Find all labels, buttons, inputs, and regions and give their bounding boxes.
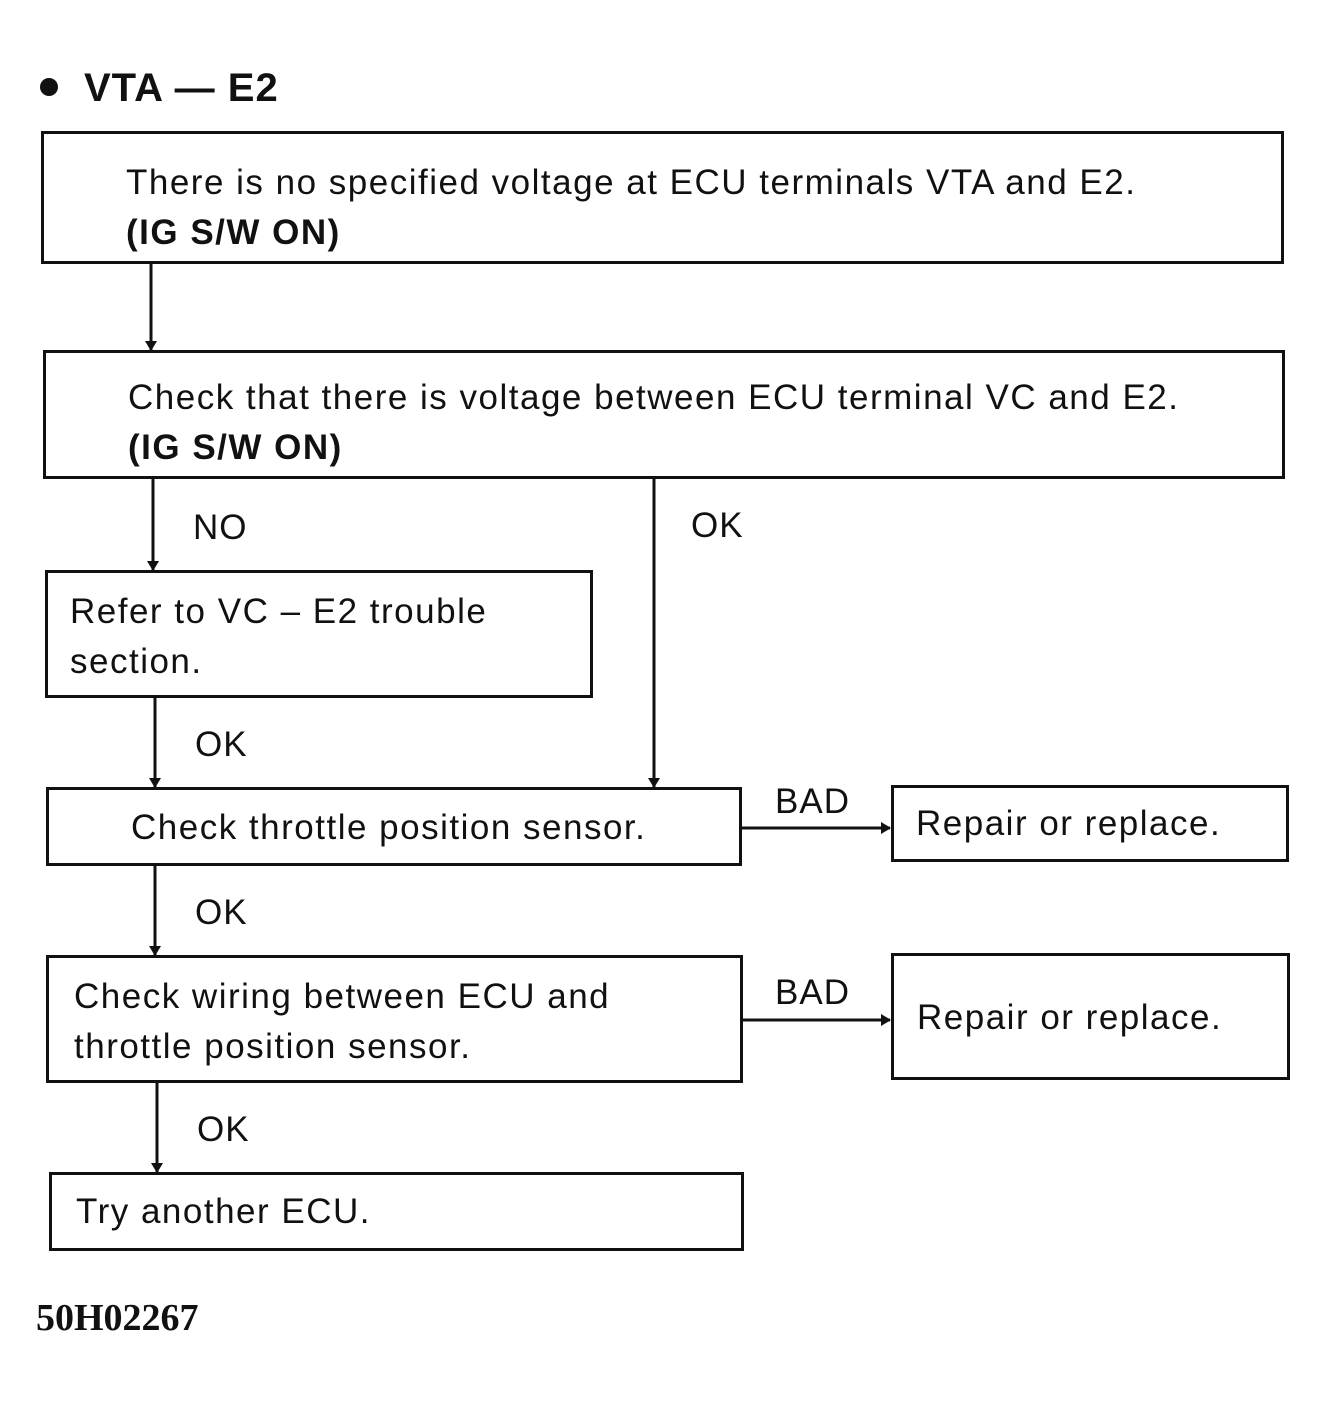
step-repair-2: Repair or replace. bbox=[891, 953, 1290, 1080]
edge-label-bad-sensor: BAD bbox=[775, 782, 850, 821]
step-check-sensor-text: Check throttle position sensor. bbox=[131, 808, 647, 847]
step-check-vc: Check that there is voltage between ECU … bbox=[43, 350, 1285, 479]
step-check-sensor: Check throttle position sensor. bbox=[46, 787, 742, 866]
step-symptom-text: There is no specified voltage at ECU ter… bbox=[126, 163, 1137, 202]
step-repair-1-text: Repair or replace. bbox=[916, 804, 1222, 843]
step-repair-2-text: Repair or replace. bbox=[917, 998, 1223, 1037]
step-refer-vc-line-1: Refer to VC – E2 trouble bbox=[70, 592, 488, 631]
step-check-wiring-line-2: throttle position sensor. bbox=[74, 1027, 472, 1066]
step-try-ecu: Try another ECU. bbox=[49, 1172, 744, 1251]
step-check-wiring: Check wiring between ECU and throttle po… bbox=[46, 955, 743, 1083]
step-symptom: There is no specified voltage at ECU ter… bbox=[41, 131, 1284, 264]
figure-code: 50H02267 bbox=[36, 1297, 199, 1339]
step-check-wiring-line-1: Check wiring between ECU and bbox=[74, 977, 611, 1016]
step-check-vc-text: Check that there is voltage between ECU … bbox=[128, 378, 1180, 417]
bullet-icon bbox=[40, 78, 58, 97]
edge-label-ok-vc: OK bbox=[691, 506, 744, 545]
edge-label-ok-refer: OK bbox=[195, 725, 248, 764]
edge-label-ok-wiring: OK bbox=[197, 1110, 250, 1149]
section-heading: VTA — E2 bbox=[40, 66, 279, 111]
edge-label-ok-sensor: OK bbox=[195, 893, 248, 932]
step-check-vc-condition: (IG S/W ON) bbox=[128, 428, 343, 467]
step-refer-vc-line-2: section. bbox=[70, 642, 203, 681]
step-symptom-condition: (IG S/W ON) bbox=[126, 213, 341, 252]
edge-label-bad-wiring: BAD bbox=[775, 973, 850, 1012]
edge-label-no: NO bbox=[193, 508, 248, 547]
step-repair-1: Repair or replace. bbox=[891, 785, 1289, 862]
heading-text: VTA — E2 bbox=[84, 66, 279, 110]
step-try-ecu-text: Try another ECU. bbox=[76, 1192, 372, 1231]
step-refer-vc: Refer to VC – E2 trouble section. bbox=[45, 570, 593, 698]
